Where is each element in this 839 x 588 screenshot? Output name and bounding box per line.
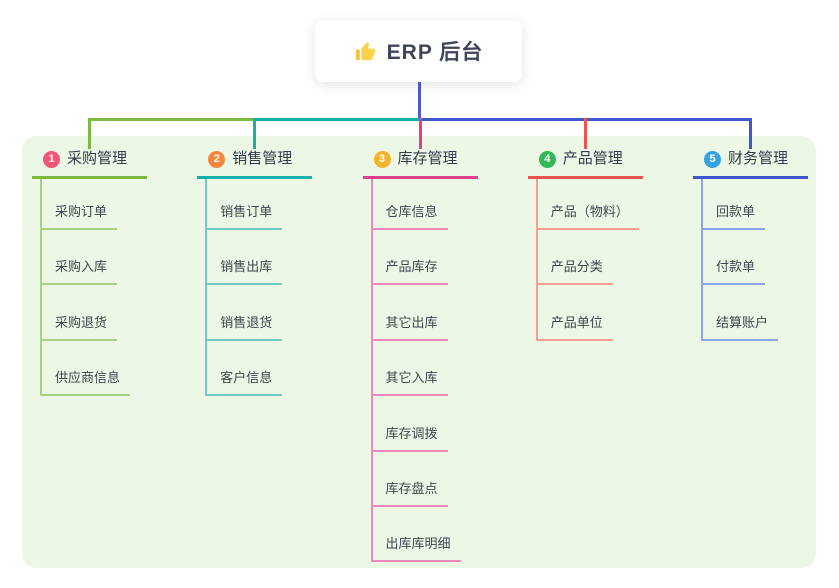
child-node[interactable]: 库存盘点 [370,476,448,507]
branch-badge: 1 [43,150,60,168]
child-node[interactable]: 回款单 [701,199,766,230]
child-node[interactable]: 销售出库 [205,254,283,286]
child-node[interactable]: 产品分类 [535,254,613,286]
branch-drop-line [583,118,587,149]
branch-header-2[interactable]: 2 销售管理 [197,147,313,179]
children-rail-line [370,177,373,563]
root-stem-line [417,82,421,121]
branch-header-3[interactable]: 3 库存管理 [362,147,478,179]
child-node[interactable]: 产品库存 [370,254,448,286]
branch-badge: 5 [704,150,721,168]
child-node[interactable]: 其它出库 [370,310,448,341]
branch-label: 财务管理 [728,150,789,167]
branch-drop-line [253,118,257,149]
child-node[interactable]: 库存调拨 [370,421,448,452]
branch-label: 产品管理 [562,150,623,167]
branch-drop-line [418,118,422,149]
branches-panel [22,136,816,568]
child-node[interactable]: 产品（物料） [535,199,639,230]
child-node[interactable]: 采购入库 [40,254,118,286]
thumbs-up-icon [354,40,377,63]
branch-badge: 4 [538,150,556,168]
children-rail-line [205,177,208,397]
children-rail-line [535,177,538,341]
bus-segment-line [88,118,257,121]
children-rail-line [701,177,703,341]
branch-drop-line [749,118,752,149]
branch-header-4[interactable]: 4 产品管理 [527,147,643,179]
branch-drop-line [88,118,91,149]
child-node[interactable]: 出库库明细 [370,531,461,563]
root-label: ERP 后台 [386,41,484,64]
branch-badge: 3 [373,150,391,168]
child-node[interactable]: 采购退货 [40,310,118,341]
child-node[interactable]: 客户信息 [205,365,283,397]
branch-label: 采购管理 [67,150,128,167]
branch-label: 库存管理 [397,150,458,167]
bus-segment-line [253,118,422,121]
child-node[interactable]: 付款单 [701,254,766,286]
children-rail-line [40,177,42,397]
branch-header-5[interactable]: 5 财务管理 [693,147,808,179]
child-node[interactable]: 其它入库 [370,365,448,397]
child-node[interactable]: 采购订单 [40,199,118,230]
branch-header-1[interactable]: 1 采购管理 [32,147,147,179]
branch-badge: 2 [208,150,226,168]
child-node[interactable]: 供应商信息 [40,365,131,397]
child-node[interactable]: 仓库信息 [370,199,448,230]
child-node[interactable]: 结算账户 [701,310,779,341]
child-node[interactable]: 产品单位 [535,310,613,341]
branch-label: 销售管理 [232,150,293,167]
child-node[interactable]: 销售退货 [205,310,283,341]
root-node[interactable]: ERP 后台 [315,20,522,82]
child-node[interactable]: 销售订单 [205,199,283,230]
